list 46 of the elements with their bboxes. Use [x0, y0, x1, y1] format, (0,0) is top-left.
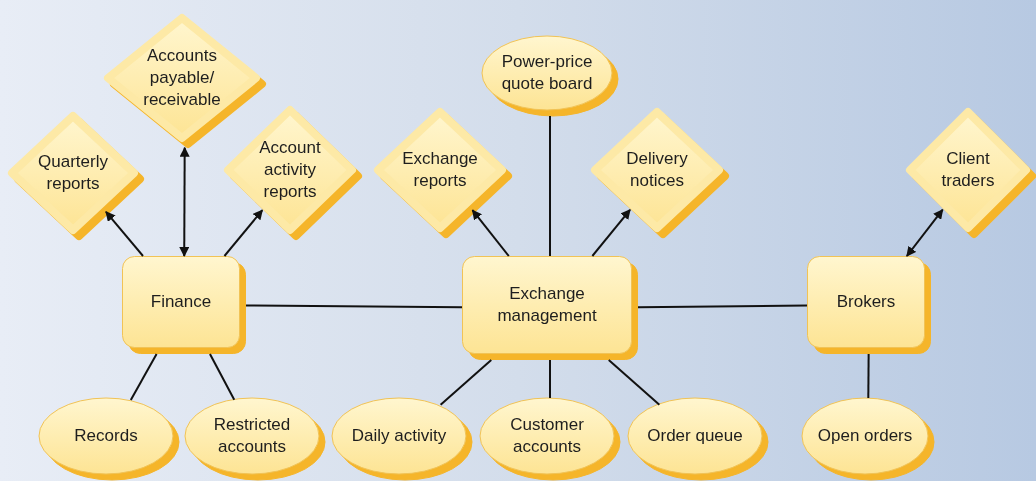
ellipse-node	[482, 36, 618, 116]
ellipse-node	[332, 398, 472, 480]
connector-line	[208, 353, 236, 401]
ellipse-node	[802, 398, 934, 480]
rounded-box	[807, 256, 931, 354]
node-label: Accounts payable/ receivable	[142, 44, 222, 112]
node-label: Customer accounts	[509, 413, 585, 458]
ellipse-node	[185, 398, 325, 480]
arrow	[223, 209, 264, 257]
connector-line	[245, 304, 463, 309]
node-label: Power-price quote board	[500, 50, 594, 95]
node-label: Delivery notices	[625, 147, 689, 192]
connector-line	[549, 115, 551, 257]
connector-line	[607, 359, 661, 406]
diamond-node	[8, 112, 144, 240]
rounded-box	[122, 256, 246, 354]
node-label: Brokers	[836, 290, 896, 313]
connector-line	[549, 359, 551, 399]
node-label: Order queue	[647, 424, 743, 447]
ellipse-node	[480, 398, 620, 480]
node-label: Open orders	[817, 424, 913, 447]
arrow	[905, 208, 944, 257]
node-label: Records	[74, 424, 138, 447]
diamond-node	[906, 108, 1036, 238]
node-label: Exchange management	[496, 282, 598, 327]
arrow	[591, 208, 632, 257]
ellipse-node	[628, 398, 768, 480]
rounded-box	[462, 256, 638, 360]
arrow	[104, 210, 144, 257]
node-label: Daily activity	[351, 424, 447, 447]
connector-line	[439, 359, 493, 406]
ellipse-node	[39, 398, 179, 480]
diamond-node	[374, 108, 512, 238]
connector-line	[867, 353, 870, 399]
node-label: Restricted accounts	[212, 413, 292, 458]
connector-line	[129, 353, 158, 402]
diamond-node	[224, 106, 362, 240]
node-label: Quarterly reports	[37, 150, 109, 195]
arrow	[179, 146, 190, 257]
arrow	[471, 209, 510, 257]
diamond-node	[591, 108, 729, 238]
node-label: Client traders	[940, 147, 996, 192]
node-label: Account activity reports	[258, 136, 322, 204]
node-label: Exchange reports	[401, 147, 479, 192]
node-label: Finance	[150, 290, 212, 313]
connector-line	[637, 304, 808, 309]
